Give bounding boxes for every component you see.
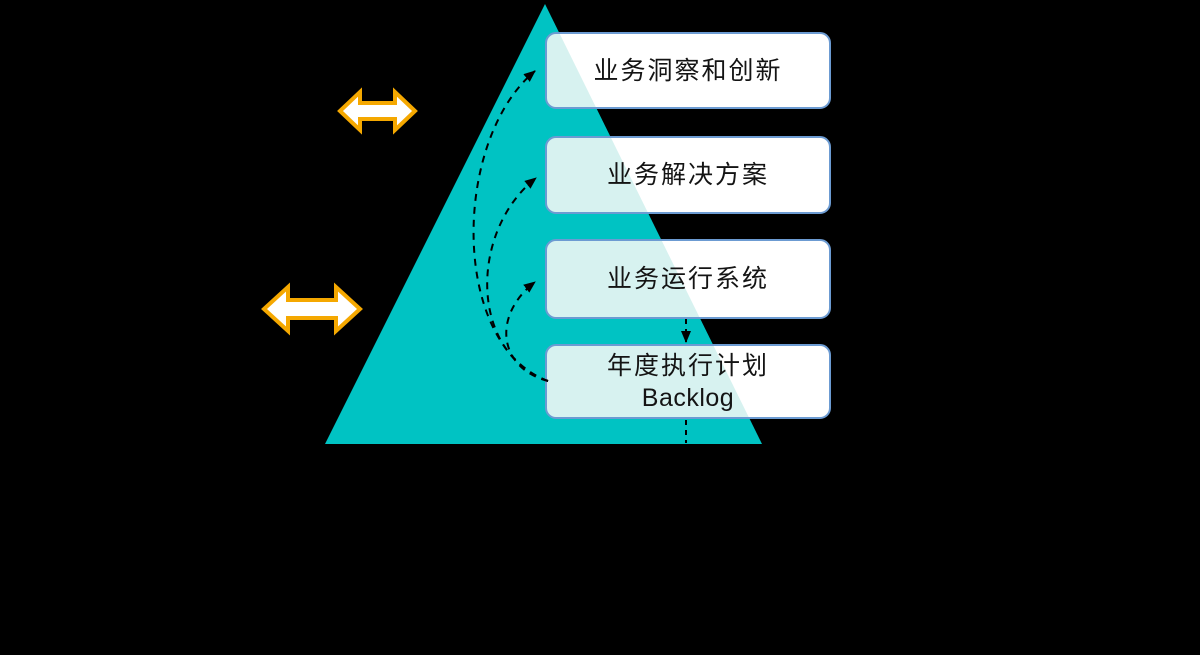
double-arrow-icon-bottom [261, 282, 363, 336]
pyramid-layer-4-label: 年度执行计划 Backlog [546, 345, 830, 418]
pyramid-layer-3-label: 业务运行系统 [606, 265, 769, 293]
pyramid-layer-4-title: 年度执行计划 [606, 351, 769, 380]
double-arrow-icon-top [337, 87, 418, 135]
layer-box-1-border [545, 32, 831, 109]
pyramid-triangle [325, 4, 762, 444]
layer-box-2-border [545, 136, 831, 214]
feedback-arrow-to-layer3 [505, 281, 549, 382]
pyramid-layer-4-subtitle: Backlog [641, 383, 735, 412]
layer-box-1 [546, 33, 830, 108]
layer-box-3-border [545, 239, 831, 319]
layer-box-4-border [545, 344, 831, 419]
pyramid-layer-2-label: 业务解决方案 [606, 161, 769, 189]
feedback-arrow-to-layer2 [486, 177, 549, 382]
pyramid-layer-1-label: 业务洞察和创新 [593, 56, 783, 85]
